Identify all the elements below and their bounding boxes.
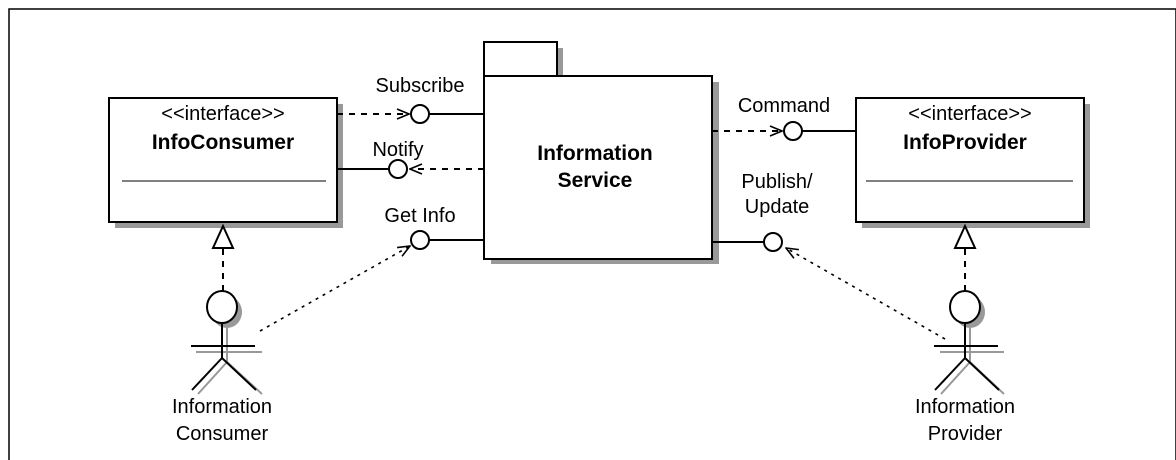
info-provider-name: InfoProvider (903, 131, 1027, 154)
provider-actor-label-line2: Provider (928, 423, 1003, 445)
publish-update-label-line2: Update (745, 196, 810, 218)
info-provider-box[interactable]: <<interface>> InfoProvider (855, 97, 1090, 228)
information-service-line2: Service (558, 169, 633, 192)
provider-actor-label-line1: Information (915, 396, 1015, 418)
consumer-realization (211, 223, 235, 291)
get-info-label: Get Info (384, 205, 455, 227)
get-info-interface[interactable]: Get Info (259, 205, 484, 332)
info-provider-stereotype: <<interface>> (908, 103, 1031, 125)
consumer-actor-label-line1: Information (172, 396, 272, 418)
publish-update-interface[interactable]: Publish/ Update (712, 171, 946, 340)
information-service-line1: Information (537, 142, 653, 165)
notify-interface[interactable]: Notify (337, 139, 484, 179)
info-consumer-box[interactable]: <<interface>> InfoConsumer (108, 97, 343, 228)
information-service-component[interactable]: Information Service (483, 41, 719, 264)
notify-label: Notify (372, 139, 423, 161)
command-interface[interactable]: Command (712, 95, 856, 141)
info-consumer-name: InfoConsumer (152, 131, 294, 154)
provider-actor-icon[interactable] (934, 290, 1005, 395)
consumer-actor-label-line2: Consumer (176, 423, 269, 445)
diagram-frame (8, 8, 1176, 460)
command-label: Command (738, 95, 830, 117)
consumer-actor-icon[interactable] (191, 290, 263, 395)
subscribe-interface[interactable]: Subscribe (337, 75, 484, 124)
provider-realization (953, 223, 977, 291)
publish-update-label-line1: Publish/ (741, 171, 813, 193)
info-consumer-stereotype: <<interface>> (161, 103, 284, 125)
subscribe-label: Subscribe (376, 75, 465, 97)
